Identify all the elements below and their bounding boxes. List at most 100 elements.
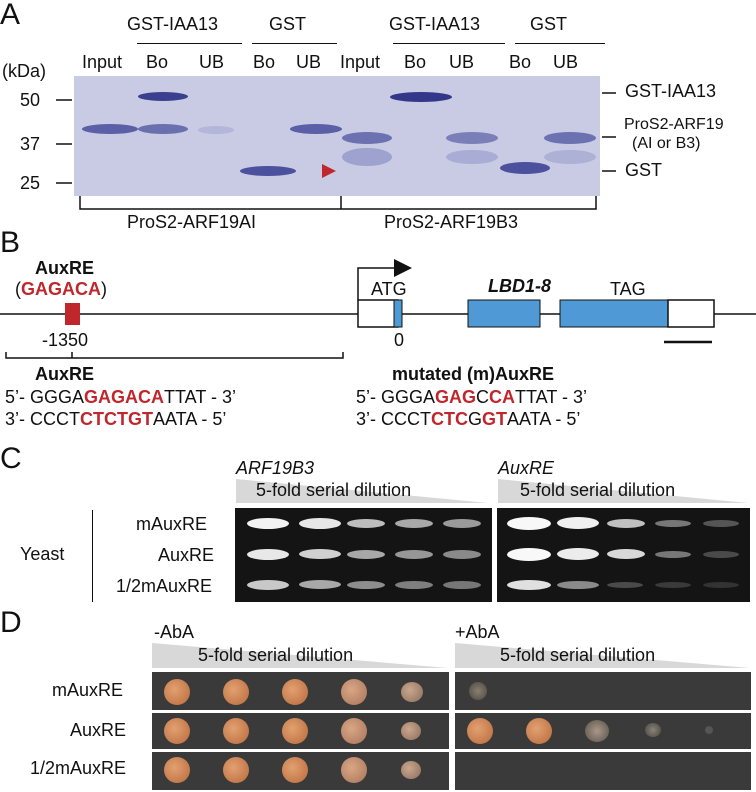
- auxre-title: AuxRE: [35, 258, 95, 278]
- d-left-dilution: 5-fold serial dilution: [198, 645, 354, 665]
- right-label-gst-iaa13: GST-IAA13: [625, 81, 717, 101]
- gel-band: [342, 132, 392, 144]
- marker-25: 25: [20, 173, 41, 193]
- gel-band: [446, 132, 498, 144]
- c-row-label: AuxRE: [158, 545, 215, 565]
- seq-motif: CA: [489, 387, 516, 407]
- c-yeast-bracket: [92, 510, 93, 602]
- gel-band: [138, 124, 188, 134]
- d-row-label: AuxRE: [70, 720, 127, 740]
- atg-label: ATG: [371, 279, 407, 299]
- tag-label: TAG: [610, 279, 646, 299]
- c-row-label: mAuxRE: [136, 514, 208, 534]
- wt-seq-bottom: 3’- CCCTCTCTGTAATA - 5’: [5, 409, 226, 430]
- auxre-box: [65, 303, 80, 325]
- seq-part: 3’- CCCT: [5, 409, 80, 429]
- mut-auxre-title: mutated (m)AuxRE: [392, 364, 555, 384]
- d-right-title: +AbA: [455, 622, 500, 642]
- marker-37: 37: [20, 134, 41, 154]
- lane-label: Bo: [404, 52, 427, 72]
- group-underline: [137, 43, 242, 44]
- pcr-gel-left: [235, 508, 492, 602]
- gel-band: [290, 124, 342, 134]
- c-right-dilution: 5-fold serial dilution: [520, 480, 676, 500]
- c-right-title: AuxRE: [498, 458, 555, 478]
- coomassie-gel: [74, 76, 600, 196]
- group-label-gst-1: GST: [269, 14, 307, 34]
- seq-part: G: [468, 409, 483, 429]
- gel-band: [544, 132, 596, 144]
- panel-d-letter: D: [0, 606, 22, 639]
- seq-motif: GAG: [435, 387, 477, 407]
- gel-band: [544, 150, 596, 164]
- exon-1: [467, 299, 541, 328]
- wt-seq-top: 5’- GGGAGAGACATTAT - 3’: [5, 387, 236, 408]
- lane-label: UB: [296, 52, 322, 72]
- paren-open: (: [15, 279, 21, 299]
- red-arrowhead-icon: [322, 164, 336, 178]
- auxre-motif: GAGACA: [21, 279, 101, 299]
- right-label-arf19-sub: (AI or B3): [632, 135, 701, 152]
- gene-label: LBD1-8: [488, 276, 552, 296]
- lane-label: Input: [82, 52, 123, 72]
- lane-label: Bo: [146, 52, 169, 72]
- right-label-arf19: ProS2-ARF19: [624, 116, 724, 133]
- d-left-title: -AbA: [154, 622, 195, 642]
- lane-label: UB: [449, 52, 475, 72]
- atg-exon: [393, 299, 403, 328]
- gel-band: [138, 92, 188, 101]
- seq-part: 5’- GGGA: [5, 387, 85, 407]
- kda-label: (kDa): [2, 61, 46, 81]
- group-label-gst-iaa13-1: GST-IAA13: [127, 14, 219, 34]
- lane-label: Bo: [509, 52, 532, 72]
- right-label-gst: GST: [625, 160, 663, 180]
- seq-part: AATA - 5’: [152, 409, 227, 429]
- mut-seq-top: 5’- GGGAGAGCCATTAT - 3’: [356, 387, 587, 408]
- panel-a-letter: A: [0, 0, 21, 31]
- seq-part: C: [476, 387, 490, 407]
- gel-band: [240, 166, 296, 176]
- zero-label: 0: [394, 330, 405, 350]
- seq-part: AATA - 5’: [507, 409, 581, 429]
- seq-part: 5’- GGGA: [356, 387, 436, 407]
- seq-motif: CTC: [431, 409, 468, 429]
- c-row-label: 1/2mAuxRE: [116, 576, 213, 596]
- wt-auxre-title: AuxRE: [35, 364, 95, 384]
- paren-close: ): [101, 279, 107, 299]
- seq-motif: CTCTGT: [80, 409, 153, 429]
- gel-band: [198, 126, 234, 134]
- bottom-label-b3: ProS2-ARF19B3: [384, 212, 519, 232]
- c-yeast-label: Yeast: [20, 544, 65, 564]
- gel-band: [342, 148, 392, 166]
- c-left-dilution: 5-fold serial dilution: [256, 480, 412, 500]
- position-label: -1350: [42, 330, 89, 350]
- panel-b-letter: B: [0, 226, 21, 259]
- tss-arrow-icon: [394, 259, 412, 277]
- gel-band: [500, 162, 550, 174]
- gel-band: [82, 124, 138, 134]
- d-right-dilution: 5-fold serial dilution: [500, 645, 656, 665]
- group-underline: [515, 43, 605, 44]
- c-left-title: ARF19B3: [236, 458, 315, 478]
- group-label-gst-iaa13-2: GST-IAA13: [389, 14, 481, 34]
- exon-2: [559, 299, 671, 328]
- gel-band: [390, 92, 452, 102]
- bottom-label-ai: ProS2-ARF19AI: [127, 212, 257, 232]
- d-row-label: 1/2mAuxRE: [30, 758, 127, 778]
- group-underline: [252, 43, 337, 44]
- pcr-gel-right: [497, 508, 750, 602]
- group-label-gst-2: GST: [530, 14, 568, 34]
- gel-band: [446, 150, 498, 164]
- seq-part: 3’- CCCT: [356, 409, 431, 429]
- marker-50: 50: [20, 90, 41, 110]
- lane-label: UB: [199, 52, 225, 72]
- seq-motif: GAGACA: [84, 387, 165, 407]
- yeast-plate-minus-aba: [152, 672, 449, 790]
- lane-label: UB: [553, 52, 579, 72]
- yeast-plate-plus-aba: [455, 672, 751, 790]
- mut-seq-bottom: 3’- CCCTCTCGGTAATA - 5’: [356, 409, 580, 430]
- group-underline: [393, 43, 505, 44]
